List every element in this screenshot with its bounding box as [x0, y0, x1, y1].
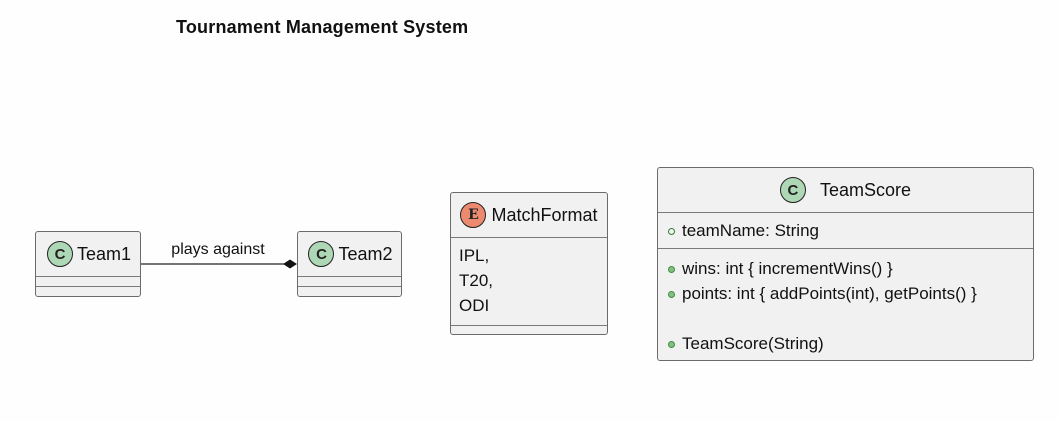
- class-icon: C: [46, 241, 73, 267]
- enum-name: MatchFormat: [491, 204, 598, 225]
- constructor-row: TeamScore(String): [668, 334, 824, 354]
- fields-divider: [658, 212, 1033, 213]
- member-row: wins: int { incrementWins() }: [668, 259, 893, 279]
- enum-match-format[interactable]: E MatchFormat IPL, T20, ODI: [450, 192, 608, 335]
- class-icon: C: [779, 177, 806, 203]
- class-name: TeamScore: [819, 179, 912, 200]
- class-name: Team2: [338, 243, 393, 264]
- relation-label: plays against: [171, 241, 265, 258]
- field-row: teamName: String: [668, 221, 819, 241]
- enum-literal: T20,: [459, 271, 494, 290]
- enum-icon: E: [460, 202, 487, 228]
- class-team-score[interactable]: C TeamScore teamName: String wins: int {…: [657, 167, 1034, 361]
- member-row: points: int { addPoints(int), getPoints(…: [668, 284, 977, 304]
- constructor-visibility-icon: [668, 340, 675, 348]
- member-text: points: int { addPoints(int), getPoints(…: [682, 284, 977, 303]
- field-visibility-icon: [668, 227, 675, 235]
- composition-diamond-icon: [283, 259, 297, 269]
- enum-literal: ODI: [459, 296, 490, 315]
- fields-divider: [36, 276, 140, 277]
- fields-divider: [298, 276, 401, 277]
- methods-divider: [298, 286, 401, 287]
- field-text: teamName: String: [682, 221, 819, 240]
- literals-divider: [451, 237, 607, 238]
- member-text: wins: int { incrementWins() }: [682, 259, 893, 278]
- members-divider: [658, 248, 1033, 249]
- methods-divider: [36, 286, 140, 287]
- methods-divider: [451, 325, 607, 326]
- class-icon: C: [308, 241, 335, 267]
- class-name: Team1: [76, 243, 132, 264]
- diagram-title: Tournament Management System: [176, 17, 469, 37]
- class-team1[interactable]: C Team1: [35, 231, 141, 297]
- class-team2[interactable]: C Team2: [297, 231, 402, 297]
- member-visibility-icon: [668, 290, 675, 298]
- constructor-text: TeamScore(String): [682, 334, 824, 353]
- member-visibility-icon: [668, 265, 675, 273]
- enum-literal: IPL,: [459, 246, 490, 265]
